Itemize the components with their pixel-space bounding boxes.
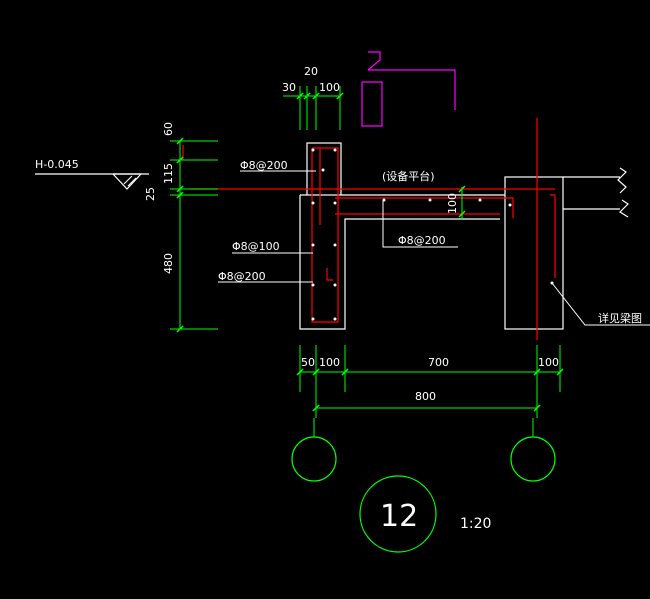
dim-v-115: 115 bbox=[162, 163, 175, 184]
level-label: H-0.045 bbox=[35, 158, 79, 171]
rebar-slab-label: Φ8@200 bbox=[398, 234, 446, 247]
dim-slab-100: 100 bbox=[446, 193, 459, 214]
detail-circle bbox=[359, 475, 437, 553]
dim-v-480: 480 bbox=[162, 253, 175, 274]
detail-number: 12 bbox=[380, 499, 418, 534]
platform-label: (设备平台) bbox=[382, 169, 435, 183]
rebar-top-label: Φ8@200 bbox=[240, 159, 288, 172]
leader-lines bbox=[218, 170, 650, 326]
rebar-low-label: Φ8@200 bbox=[218, 270, 266, 283]
dim-b-800: 800 bbox=[415, 390, 436, 403]
rebar-lines bbox=[182, 118, 556, 340]
dim-v-60: 60 bbox=[162, 122, 175, 136]
dim-top-30: 30 bbox=[282, 81, 296, 94]
dim-top-100: 100 bbox=[319, 81, 340, 94]
dim-b-100a: 100 bbox=[319, 356, 340, 369]
dim-v-25: 25 bbox=[144, 187, 157, 201]
magenta-hook bbox=[361, 51, 456, 127]
dim-b-100b: 100 bbox=[538, 356, 559, 369]
beam-note-label: 详见梁图 bbox=[598, 311, 642, 325]
dimension-ticks bbox=[176, 92, 564, 412]
dim-b-700: 700 bbox=[428, 356, 449, 369]
axis-circle-left bbox=[291, 436, 337, 482]
axis-circle-right bbox=[510, 436, 556, 482]
dim-top-20: 20 bbox=[304, 65, 318, 78]
level-hatch bbox=[123, 175, 137, 187]
rebar-mid-label: Φ8@100 bbox=[232, 240, 280, 253]
dim-b-50: 50 bbox=[301, 356, 315, 369]
dimension-lines bbox=[170, 86, 561, 437]
rebar-dots bbox=[311, 148, 554, 321]
section-outline bbox=[35, 142, 629, 330]
detail-scale: 1:20 bbox=[460, 516, 491, 532]
